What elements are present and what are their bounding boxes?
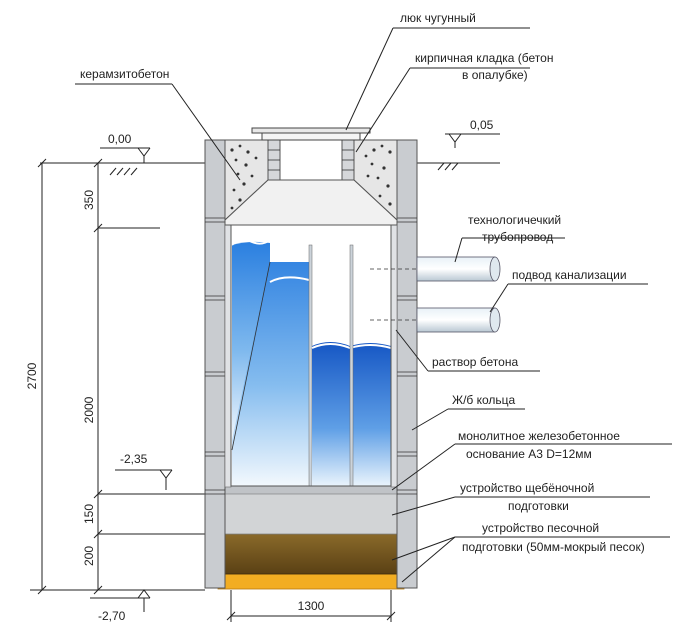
partition-right: [349, 244, 354, 487]
sand-layer: [217, 573, 405, 590]
label-gravel-prep-1: устройство щебёночной: [460, 481, 594, 495]
dimension-chain-left: [30, 158, 205, 595]
process-pipe: [370, 256, 501, 282]
label-rc-rings: Ж/б кольца: [452, 393, 516, 407]
label-monolithic-base-1: монолитное железобетонное: [458, 429, 620, 443]
width-label: 1300: [298, 599, 325, 613]
elevation-plus-mark: 0,05: [445, 118, 500, 148]
label-process-pipeline-2: трубопровод: [482, 230, 553, 244]
label-concrete-mortar: раствор бетона: [432, 355, 518, 369]
label-sewer-inlet: подвод канализации: [512, 268, 627, 282]
top-slab: [224, 127, 398, 226]
label-process-pipeline-1: технологичечкий: [468, 213, 561, 227]
elevation-bottom-mark: -2,70: [90, 589, 151, 623]
label-expanded-clay-concrete: керамзитобетон: [80, 67, 169, 81]
elevation-inner-bottom-label: -2,35: [120, 452, 148, 466]
total-height-label: 2700: [25, 362, 39, 389]
partition-left: [308, 244, 313, 487]
label-sand-prep-2: подготовки (50мм-мокрый песок): [462, 540, 645, 554]
water-left: [231, 238, 310, 486]
ground-line-left: [40, 162, 205, 176]
width-dimension: 1300: [226, 590, 396, 622]
chamber-outline: [230, 224, 392, 487]
label-sand-prep-1: устройство песочной: [482, 521, 599, 535]
sand-height-label: 200: [82, 546, 96, 566]
elevation-bottom-label: -2,70: [98, 609, 126, 623]
chamber-height-label: 2000: [82, 396, 96, 423]
label-gravel-prep-2: подготовки: [508, 499, 569, 513]
label-monolithic-base-2: основание А3 D=12мм: [466, 447, 592, 461]
elevation-zero-label: 0,00: [108, 132, 132, 146]
elevation-inner-bottom-mark: -2,35: [115, 452, 173, 490]
soil-layer: [222, 533, 400, 575]
gravel-layer: [222, 491, 400, 535]
label-cast-iron-hatch: люк чугунный: [400, 11, 476, 25]
elevation-plus-label: 0,05: [470, 118, 494, 132]
neck-height-label: 350: [82, 190, 96, 210]
label-brickwork-1: кирпичная кладка (бетон: [415, 51, 553, 65]
label-brickwork-2: в опалубке): [462, 68, 528, 82]
leader-lines: [75, 27, 672, 583]
left-wall: [204, 139, 232, 589]
base-slab: [222, 485, 400, 495]
sewer-pipe: [370, 307, 501, 333]
elevation-zero-mark: 0,00: [100, 132, 151, 163]
gravel-height-label: 150: [82, 504, 96, 524]
ground-line-right: [415, 162, 500, 171]
